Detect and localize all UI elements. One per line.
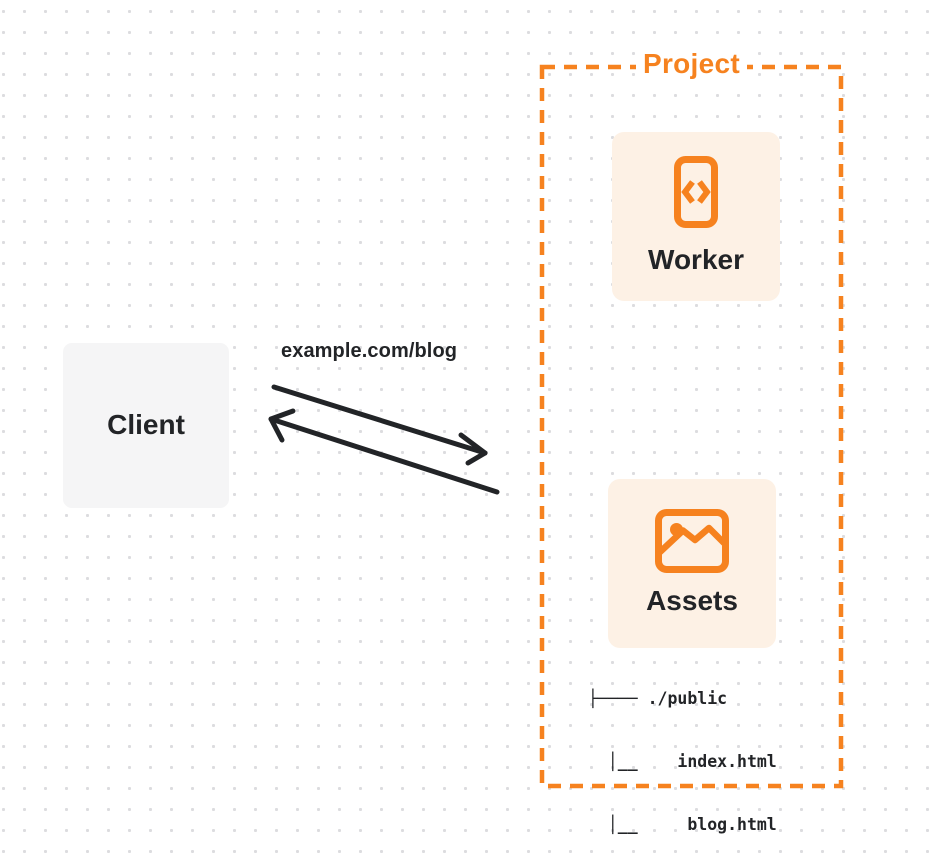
assets-node: Assets	[608, 479, 776, 648]
request-arrow	[271, 384, 488, 466]
worker-node: Worker	[612, 132, 780, 301]
request-url-label: example.com/blog	[281, 340, 458, 362]
client-node: Client	[63, 343, 229, 508]
code-file-icon	[674, 156, 718, 229]
assets-file-tree: ├──── ./public │__ index.html │__ blog.h…	[588, 646, 777, 860]
worker-label: Worker	[648, 244, 744, 276]
client-label: Client	[107, 409, 185, 441]
image-icon	[655, 509, 729, 574]
project-dashed-border	[539, 64, 844, 789]
project-group-label: Project	[540, 48, 843, 85]
assets-label: Assets	[646, 585, 738, 617]
response-arrow	[268, 408, 500, 495]
project-label-text: Project	[635, 48, 748, 80]
tree-line-blog-html: │__ blog.html	[588, 815, 777, 834]
tree-line-index-html: │__ index.html	[588, 752, 777, 771]
tree-line-public: ├──── ./public	[588, 689, 728, 708]
